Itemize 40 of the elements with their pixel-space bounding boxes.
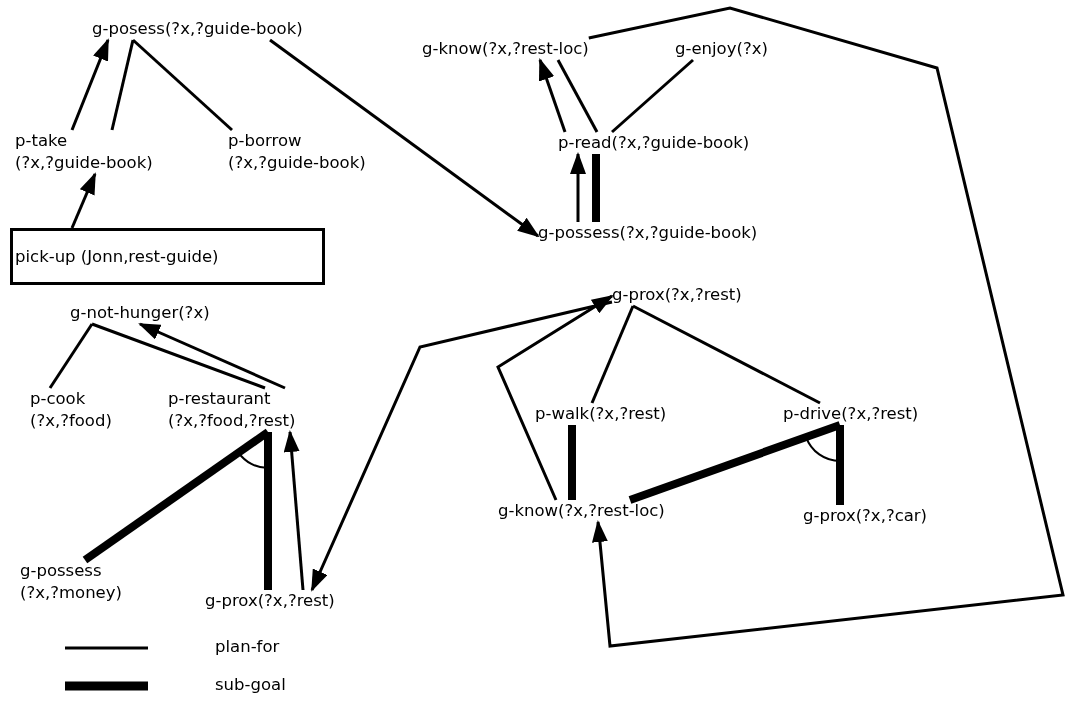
node-label: p-drive(?x,?rest) [783, 403, 919, 425]
arrow [570, 152, 586, 222]
node-label: g-prox(?x,?car) [803, 505, 928, 527]
arrow [283, 430, 305, 591]
node-label: g-possess (?x,?money) [20, 560, 122, 604]
node-label: g-posess(?x,?guide-book) [92, 18, 303, 40]
plan-for-line [632, 304, 821, 405]
legend-label: plan-for [215, 636, 280, 658]
node-label: g-prox(?x,?rest) [205, 590, 335, 612]
plan-for-line [590, 305, 635, 404]
plan-for-line [556, 59, 599, 133]
arrow [538, 58, 567, 133]
arrow [70, 38, 110, 131]
sub-goal-line [82, 428, 271, 564]
plan-for-line [91, 322, 266, 390]
node-label: g-possess(?x,?guide-book) [538, 222, 758, 244]
arrow [588, 6, 1065, 648]
plan-for-line [110, 39, 135, 131]
node-label: g-not-hunger(?x) [70, 302, 210, 324]
sub-goal-line [628, 421, 842, 504]
node-label: g-enjoy(?x) [675, 38, 768, 60]
action-box: pick-up (Jonn,rest-guide) [10, 228, 325, 285]
legend-label: sub-goal [215, 674, 286, 696]
arrow [70, 172, 97, 229]
node-label: g-know(?x,?rest-loc) [498, 500, 665, 522]
arrow [310, 300, 613, 592]
node-label: g-prox(?x,?rest) [612, 284, 742, 306]
plan-for-line [611, 58, 694, 134]
node-label: p-read(?x,?guide-book) [558, 132, 750, 154]
node-label: p-walk(?x,?rest) [535, 403, 667, 425]
node-label: p-cook (?x,?food) [30, 388, 112, 432]
arrow [269, 38, 540, 238]
node-label: p-borrow (?x,?guide-book) [228, 130, 366, 174]
node-label: p-restaurant (?x,?food,?rest) [168, 388, 296, 432]
node-label: p-take (?x,?guide-book) [15, 130, 153, 174]
plan-for-line [132, 38, 233, 132]
node-label: g-know(?x,?rest-loc) [422, 38, 589, 60]
plan-for-line [48, 323, 94, 389]
arrow [496, 294, 614, 501]
arrow [138, 322, 286, 390]
